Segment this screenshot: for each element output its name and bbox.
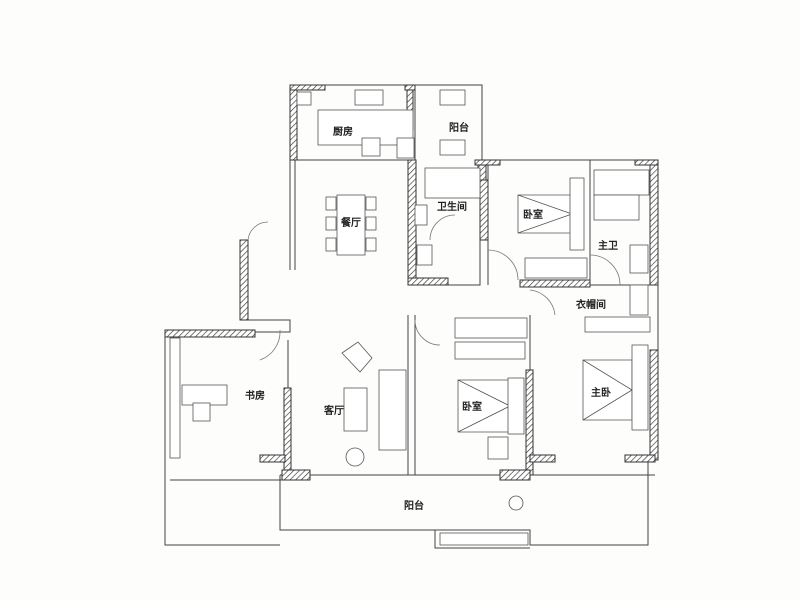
label-kitchen: 厨房 <box>333 125 353 138</box>
room-labels: 厨房 阳台 餐厅 卫生间 卧室 主卫 衣帽间 书房 客厅 卧室 主卧 阳台 <box>245 121 618 512</box>
label-balcony-south: 阳台 <box>404 499 424 512</box>
label-master-bedroom: 主卧 <box>591 386 611 399</box>
label-dining: 餐厅 <box>340 216 361 229</box>
label-bathroom: 卫生间 <box>437 200 467 213</box>
label-balcony-north: 阳台 <box>449 121 469 134</box>
label-living: 客厅 <box>323 404 344 417</box>
label-walk-in-closet: 衣帽间 <box>576 298 606 311</box>
label-bedroom-north: 卧室 <box>523 208 543 221</box>
walls <box>164 84 659 549</box>
label-study: 书房 <box>245 389 265 402</box>
label-bedroom-south: 卧室 <box>462 400 482 413</box>
furniture <box>169 89 651 546</box>
label-master-bath: 主卫 <box>598 239 618 252</box>
